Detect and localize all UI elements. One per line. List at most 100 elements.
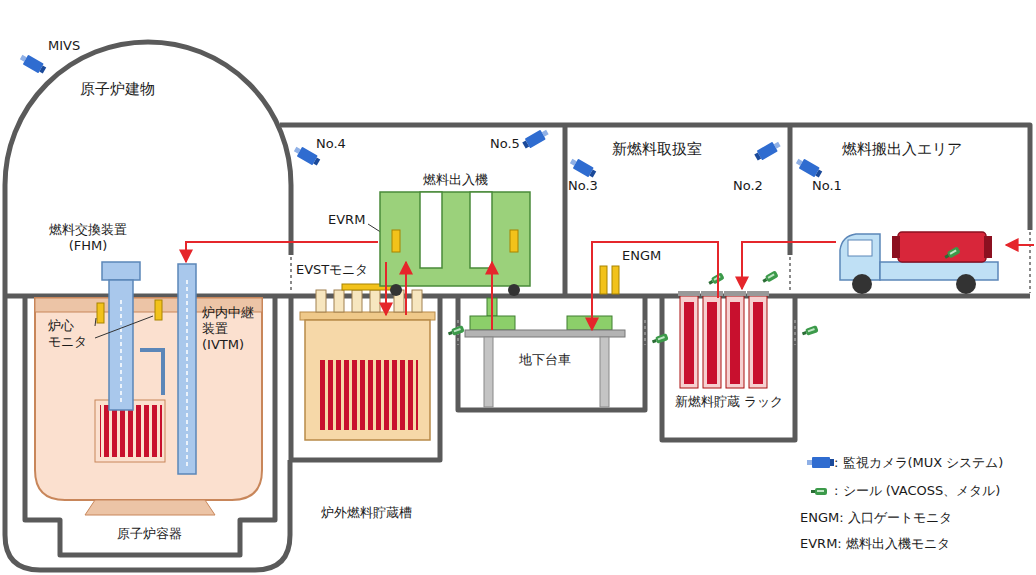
room-name: 原子炉建物	[80, 80, 200, 98]
door-marks	[290, 257, 292, 293]
seal	[651, 333, 668, 345]
building-walls	[291, 294, 440, 460]
reactor-vessel	[85, 500, 215, 515]
transport-truck	[840, 232, 998, 294]
equipment-label: 原子炉容器	[35, 526, 263, 542]
surveillance-camera	[521, 127, 550, 150]
building-walls	[5, 42, 291, 535]
surveillance-camera	[18, 52, 47, 75]
door-marks	[644, 320, 646, 345]
door-marks	[794, 320, 796, 345]
ex-vessel-storage-tank	[412, 290, 422, 312]
seal	[707, 272, 724, 286]
fuel-transfer-machine	[380, 192, 530, 286]
ex-vessel-storage-tank	[300, 312, 435, 320]
underground-cart	[465, 330, 625, 337]
underground-cart	[465, 298, 625, 407]
monitor-label: EVRM	[328, 212, 372, 228]
fuel-transfer-machine	[380, 192, 530, 296]
camera-label: No.5	[490, 136, 530, 152]
new-fuel-rack	[678, 291, 700, 296]
equipment-box: 地下台車	[465, 330, 625, 372]
equipment-box: 炉外燃料貯蔵槽	[296, 315, 436, 525]
ex-vessel-storage-tank	[316, 290, 326, 312]
entrance-gate-monitor	[600, 266, 607, 294]
fuel-transfer-machine	[470, 192, 492, 268]
fuel-handling-machine	[102, 262, 140, 410]
equipment-label: 地下台車	[465, 352, 625, 368]
equipment-box: 燃料出入機	[378, 170, 532, 262]
building-walls	[563, 125, 568, 296]
fuel-transfer-machine	[420, 192, 442, 268]
room-name: 新燃料取扱室	[612, 140, 722, 158]
entrance-gate-monitor	[612, 266, 619, 294]
transport-truck	[840, 234, 880, 280]
equipment-box: 燃料交換装置 (FHM)	[40, 222, 142, 422]
fuel-flow-arrow	[592, 242, 718, 330]
new-fuel-rack	[678, 291, 769, 296]
underground-cart	[600, 337, 609, 407]
underground-cart	[484, 337, 493, 407]
leader-line	[95, 316, 153, 338]
new-fuel-rack	[678, 291, 769, 388]
legend-text: EVRM: 燃料出入機モニタ	[800, 536, 950, 552]
transport-truck	[880, 262, 998, 280]
new-fuel-rack	[753, 302, 763, 384]
ex-vessel-storage-tank	[300, 284, 435, 440]
transport-truck	[898, 232, 986, 262]
surveillance-camera	[753, 139, 782, 162]
legend-icon	[807, 457, 834, 495]
transport-truck	[956, 274, 976, 294]
fuel-transfer-machine	[392, 230, 400, 252]
new-fuel-rack	[707, 302, 717, 384]
surveillance-camera	[292, 144, 321, 167]
entrance-gate-monitor	[600, 266, 619, 294]
new-fuel-rack	[730, 302, 740, 384]
camera-label: No.1	[812, 178, 852, 194]
new-fuel-rack	[726, 296, 744, 388]
core-monitor	[97, 303, 104, 323]
room-name: 燃料搬出入エリア	[842, 140, 1017, 158]
new-fuel-rack	[680, 296, 767, 388]
transport-truck	[848, 240, 872, 256]
in-vessel-transfer-machine	[178, 264, 196, 474]
fuel-flow-arrow	[186, 242, 378, 262]
door-marks	[789, 257, 791, 293]
ex-vessel-storage-tank	[370, 290, 380, 312]
equipment-label: 新燃料貯蔵 ラック	[665, 394, 793, 410]
legend-icon	[807, 457, 834, 468]
surveillance-camera	[18, 52, 823, 179]
building-walls	[458, 296, 645, 410]
equipment-box: 原子炉容器	[35, 298, 263, 546]
reactor-vessel	[100, 405, 162, 457]
fuel-flow-arrow	[491, 262, 493, 330]
equipment-label: 炉外燃料貯蔵槽	[296, 505, 436, 521]
monitor-label: 炉心 モニタ	[48, 318, 94, 350]
ex-vessel-storage-tank	[318, 360, 418, 430]
reactor-vessel	[35, 298, 262, 500]
monitor-label: ENGM	[622, 248, 668, 264]
legend-text: : シール (VACOSS、メタル)	[834, 483, 1000, 499]
fuel-handling-machine	[109, 280, 133, 410]
equipment-label: 燃料交換装置 (FHM)	[40, 222, 136, 254]
core-monitor	[97, 300, 162, 323]
transport-truck	[852, 274, 872, 294]
door-marks	[1029, 232, 1031, 293]
camera-label: No.2	[733, 178, 773, 194]
new-fuel-rack	[747, 291, 769, 296]
equipment-box: 新燃料貯蔵 ラック	[665, 298, 793, 438]
new-fuel-rack	[684, 302, 694, 384]
new-fuel-rack	[703, 296, 721, 388]
new-fuel-rack	[724, 291, 746, 296]
fuel-handling-machine	[120, 300, 122, 405]
building-walls	[788, 125, 793, 255]
surveillance-camera	[568, 156, 597, 179]
ex-vessel-storage-tank	[305, 320, 430, 440]
legend-icon	[811, 488, 827, 495]
building-walls	[25, 296, 275, 555]
building-walls	[5, 42, 1030, 570]
seal	[761, 270, 778, 284]
